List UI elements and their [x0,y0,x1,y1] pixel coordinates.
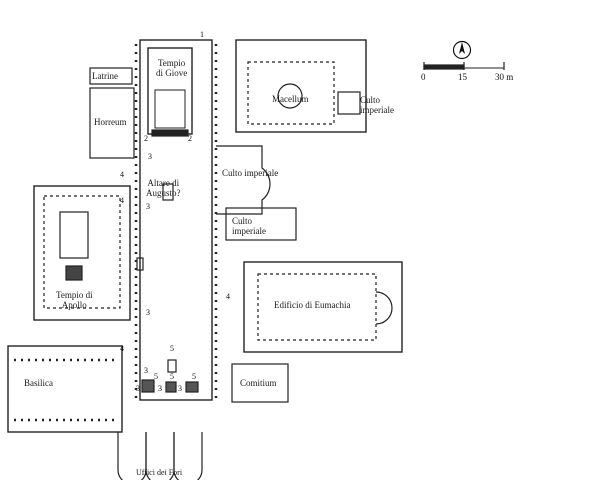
comitium-label: Comitium [240,378,277,388]
marker-3a: 3 [148,152,152,161]
marker-5a: 5 [170,344,174,353]
north-arrow-icon [452,40,472,60]
macellum-building [235,39,367,133]
culto-imperiale-2-label: Culto imperiale [222,168,279,178]
altare-label: Altare di Augusto? [146,178,181,198]
uffici-label: Uffici dei Fori [136,468,183,477]
marker-3b: 3 [146,202,150,211]
marker-3c: 3 [146,308,150,317]
marker-2b: 2 [188,134,192,143]
marker-5d: 5 [192,372,196,381]
marker-5b: 5 [154,372,158,381]
marker-3f: 3 [158,384,162,393]
forum-square [139,39,213,401]
basilica-label: Basilica [24,378,53,388]
marker-2a: 2 [144,134,148,143]
marker-4c: 4 [120,344,124,353]
marker-4d: 4 [226,292,230,301]
culto-imperiale-apse [216,145,271,215]
scale-tick-0: 0 [421,72,426,82]
scale-tick-30: 30 m [495,72,514,82]
culto-imperiale-1-label: Culto imperiale [360,95,394,115]
marker-3d: 3 [144,366,148,375]
latrine-building [89,67,133,85]
tempio-apollo-label: Tempio di Apollo [56,290,93,310]
marker-4a: 4 [120,170,124,179]
marker-3e: 3 [136,384,140,393]
marker-3g: 3 [178,384,182,393]
horreum-building [89,87,135,159]
marker-4b: 4 [120,196,124,205]
eumachia-building [243,261,403,353]
edificio-eumachia-label: Edificio di Eumachia [274,300,351,310]
basilica-building [7,345,123,433]
tempio-giove-label: Tempio di Giove [156,58,188,78]
macellum-label: Macellum [272,94,309,104]
marker-1: 1 [200,30,204,39]
latrine-label: Latrine [92,71,118,81]
temple-of-apollo [33,185,131,321]
scale-tick-15: 15 [458,72,467,82]
marker-5c: 5 [170,372,174,381]
horreum-label: Horreum [94,117,127,127]
comitium-building [231,363,289,403]
culto-imperiale-3-label: Culto imperiale [232,216,266,236]
